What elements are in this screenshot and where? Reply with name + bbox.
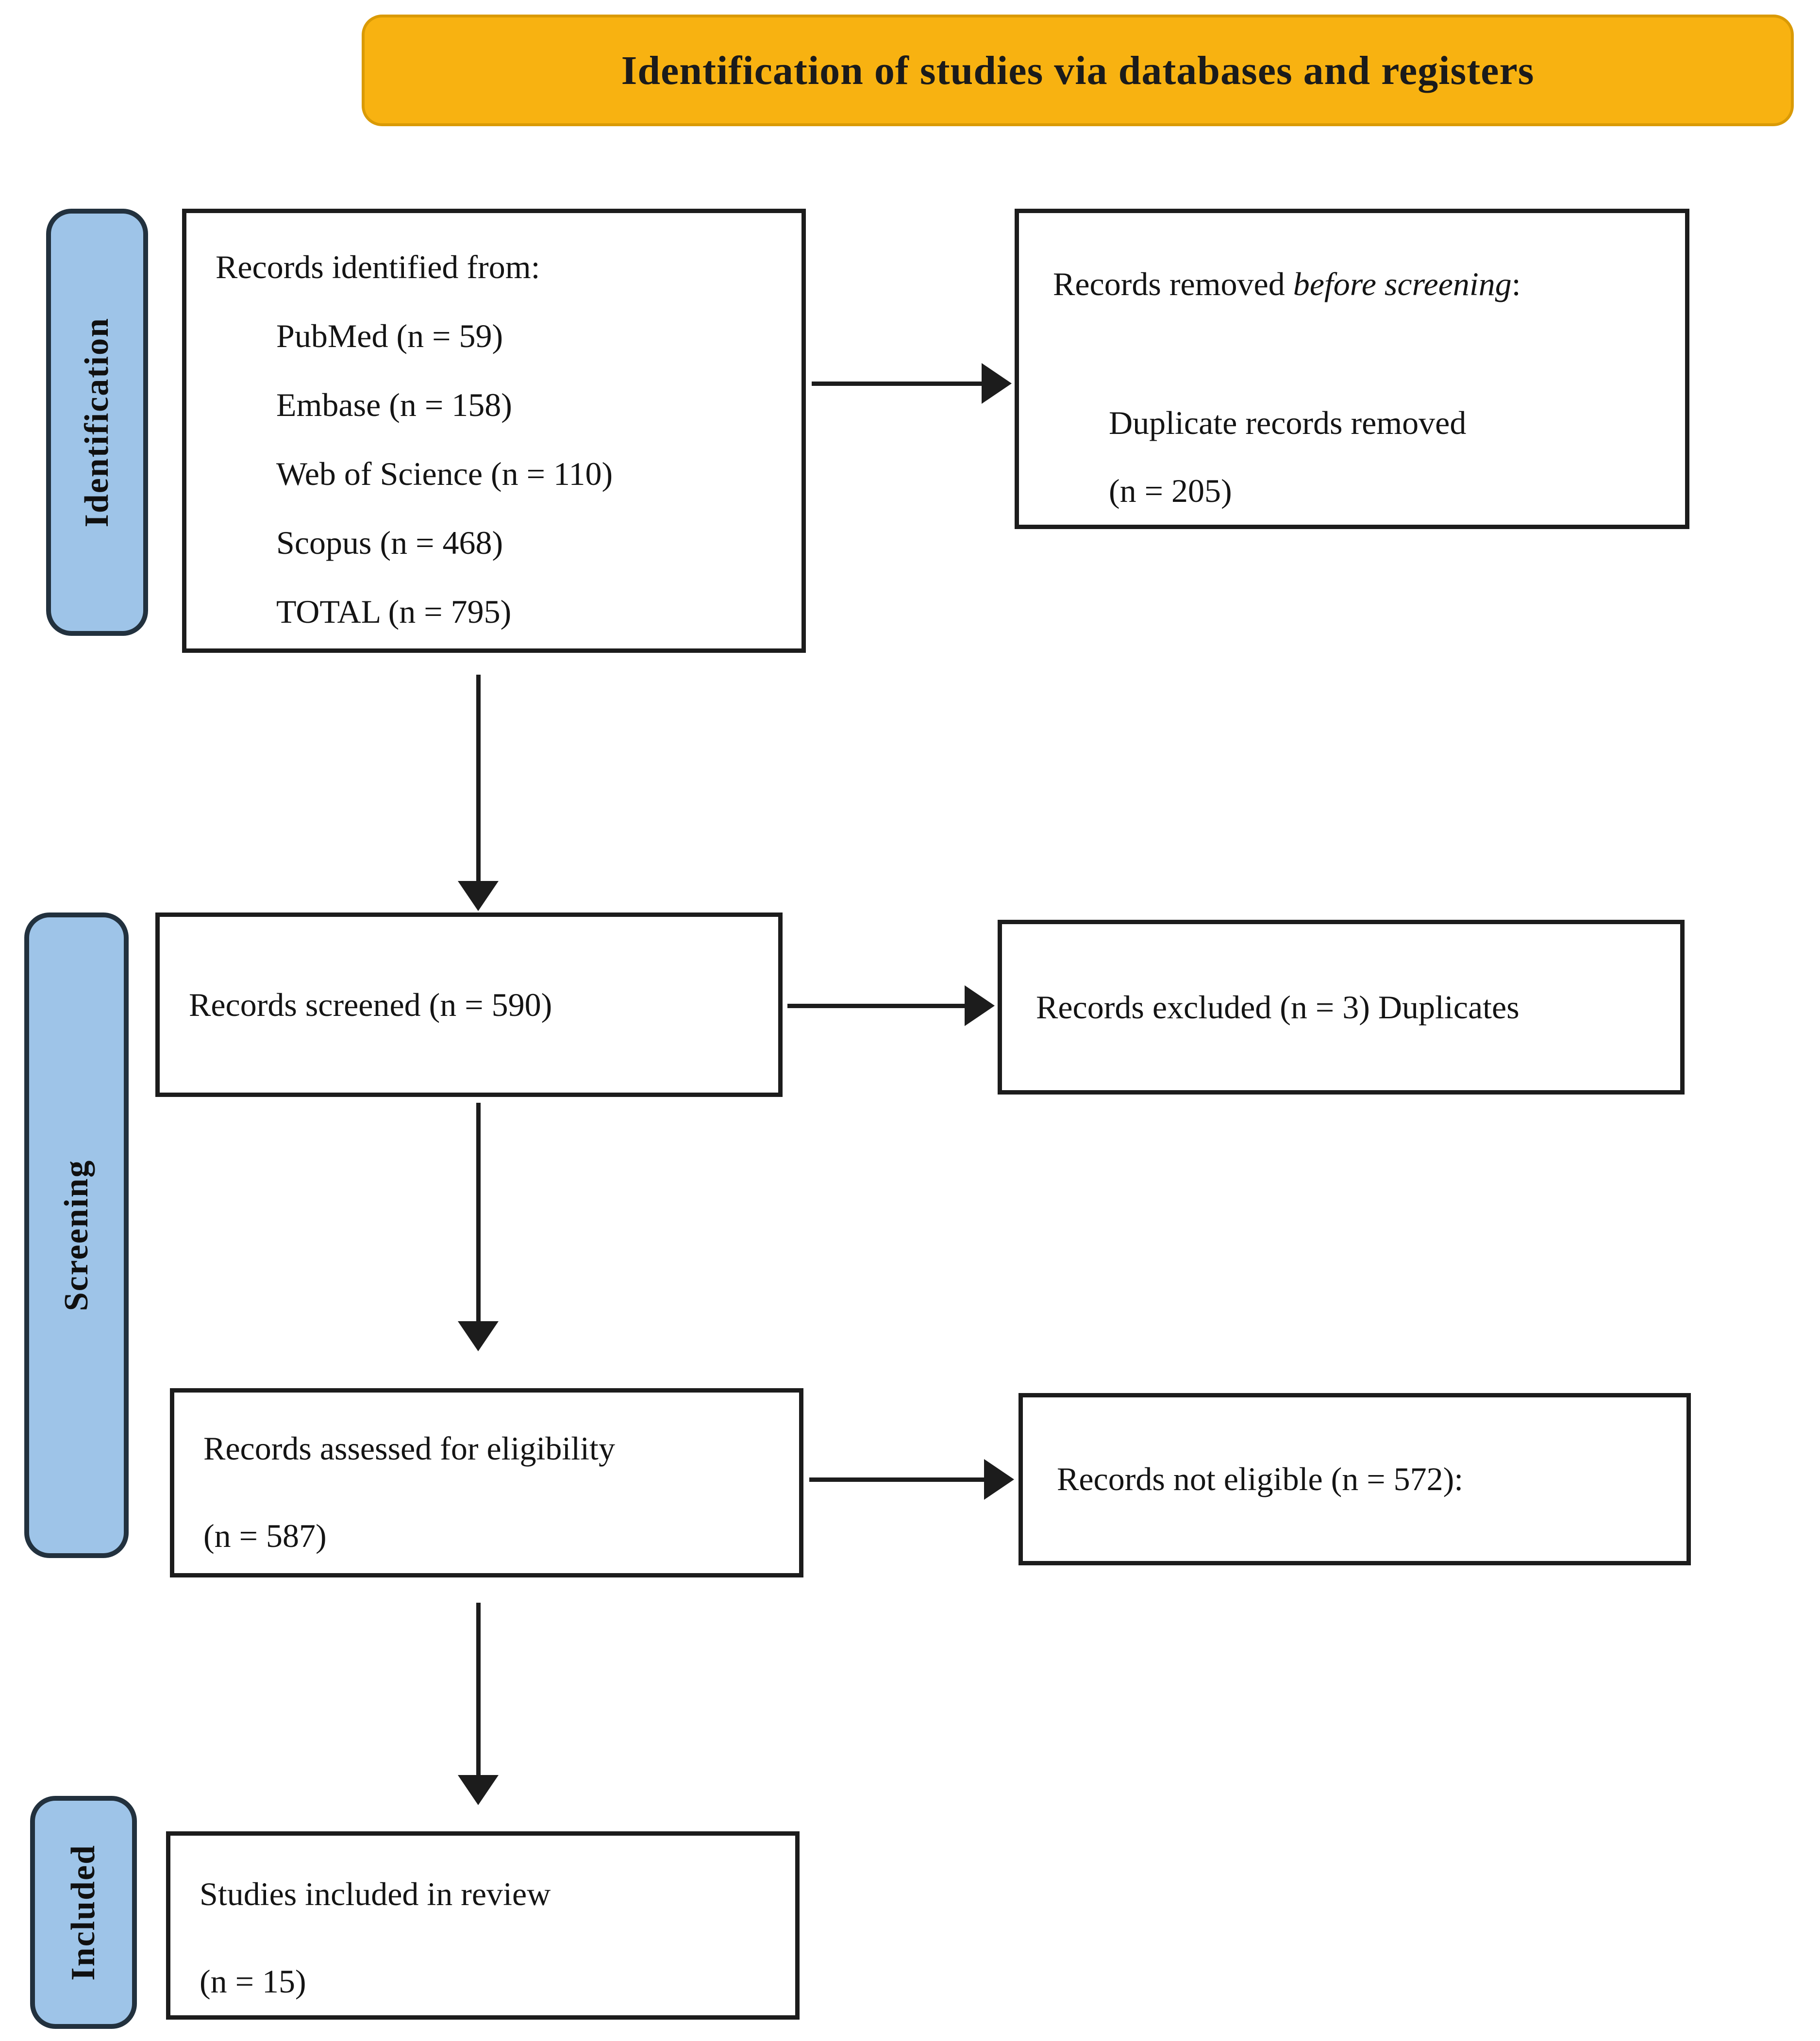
records-removed-box: Records removed before screening: Duplic… — [1015, 209, 1689, 529]
arrow-right-icon — [965, 985, 995, 1026]
arrow-screened-to-assessed — [458, 1103, 499, 1351]
arrow-identified-to-screened — [458, 675, 499, 911]
arrow-shaft — [787, 1003, 965, 1008]
arrow-down-icon — [458, 881, 499, 911]
arrow-right-icon — [982, 363, 1012, 404]
records-removed-emphasis: before screening — [1293, 265, 1512, 302]
duplicates-removed-count: (n = 205) — [1109, 472, 1232, 509]
title-banner: Identification of studies via databases … — [362, 15, 1794, 126]
arrow-down-icon — [458, 1775, 499, 1805]
arrow-shaft — [809, 1477, 984, 1482]
records-excluded-box: Records excluded (n = 3) Duplicates — [998, 920, 1685, 1095]
records-removed-suffix: : — [1511, 265, 1521, 302]
studies-included-box: Studies included in review (n = 15) — [166, 1831, 800, 2020]
studies-included-text: Studies included in review — [200, 1875, 551, 1912]
stage-label-screening: Screening — [57, 1159, 95, 1311]
stage-label-included: Included — [65, 1844, 102, 1981]
arrow-shaft — [476, 1603, 481, 1775]
stage-tab-included: Included — [30, 1796, 137, 2029]
arrow-right-icon — [984, 1459, 1014, 1500]
records-not-eligible-box: Records not eligible (n = 572): — [1019, 1393, 1691, 1565]
records-assessed-text: Records assessed for eligibility — [203, 1430, 615, 1467]
arrow-screened-to-excluded — [787, 985, 995, 1026]
arrow-shaft — [476, 1103, 481, 1321]
records-screened-box: Records screened (n = 590) — [155, 913, 783, 1097]
arrow-shaft — [812, 381, 982, 386]
records-not-eligible-text: Records not eligible (n = 572): — [1057, 1460, 1464, 1497]
records-assessed-box: Records assessed for eligibility (n = 58… — [170, 1388, 803, 1577]
records-removed-detail: Duplicate records removed (n = 205) — [1053, 389, 1666, 525]
stage-tab-screening: Screening — [24, 913, 129, 1558]
studies-included-count: (n = 15) — [200, 1963, 306, 2000]
source-web-of-science: Web of Science (n = 110) — [276, 455, 613, 492]
source-embase: Embase (n = 158) — [276, 386, 512, 423]
source-scopus: Scopus (n = 468) — [276, 524, 503, 561]
arrow-identified-to-removed — [812, 363, 1012, 404]
records-screened-text: Records screened (n = 590) — [189, 986, 552, 1023]
stage-tab-identification: Identification — [46, 209, 148, 636]
arrow-shaft — [476, 675, 481, 881]
duplicates-removed-label: Duplicate records removed — [1109, 404, 1467, 441]
records-assessed-count: (n = 587) — [203, 1517, 327, 1554]
source-total: TOTAL (n = 795) — [276, 593, 512, 630]
arrow-assessed-to-included — [458, 1603, 499, 1805]
records-identified-title: Records identified from: — [216, 249, 540, 285]
diagram-title: Identification of studies via databases … — [621, 48, 1535, 93]
arrow-assessed-to-not-eligible — [809, 1459, 1014, 1500]
source-pubmed: PubMed (n = 59) — [276, 317, 503, 354]
records-removed-prefix: Records removed — [1053, 265, 1293, 302]
stage-label-identification: Identification — [78, 317, 116, 528]
records-excluded-text: Records excluded (n = 3) Duplicates — [1036, 988, 1519, 1026]
records-identified-box: Records identified from: PubMed (n = 59)… — [182, 209, 806, 653]
arrow-down-icon — [458, 1321, 499, 1351]
records-removed-title: Records removed before screening: — [1053, 249, 1666, 318]
